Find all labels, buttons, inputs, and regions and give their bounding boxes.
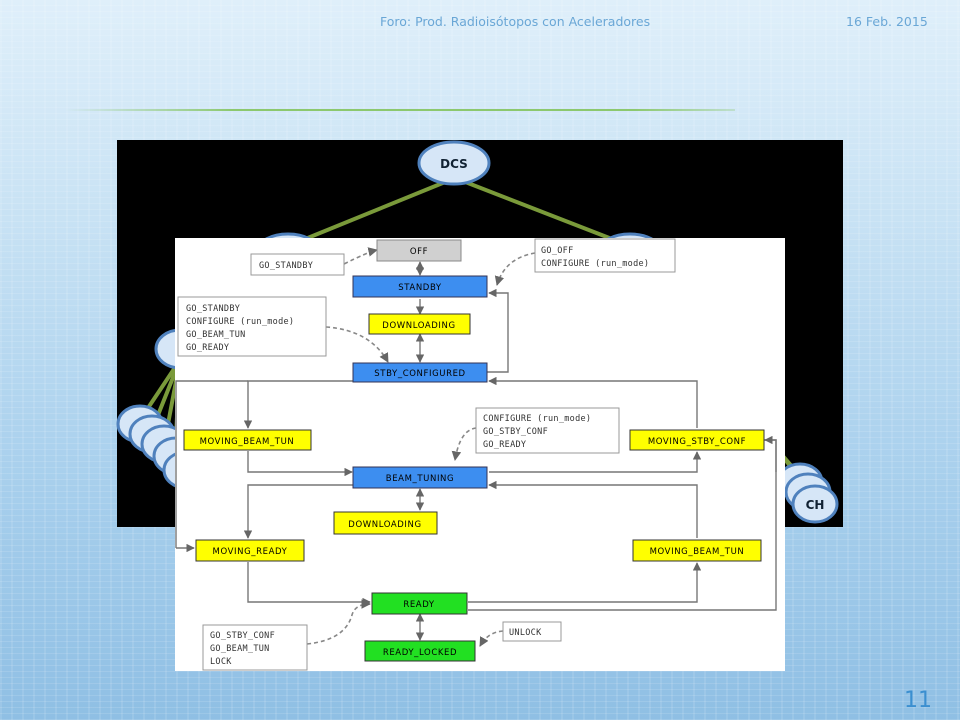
note-ready-commands: GO_STBY_CONF GO_BEAM_TUN LOCK (202, 624, 308, 671)
svg-text:OFF: OFF (410, 247, 428, 257)
state-beam-tuning: BEAM_TUNING (352, 466, 488, 489)
slide-page-number: 11 (904, 688, 932, 713)
svg-text:GO_STBY_CONF: GO_STBY_CONF (483, 427, 548, 437)
state-downloading-1: DOWNLOADING (368, 313, 471, 335)
fsm-command-links (306, 247, 536, 647)
svg-text:DOWNLOADING: DOWNLOADING (348, 520, 421, 530)
svg-text:GO_STBY_CONF: GO_STBY_CONF (210, 631, 275, 641)
right-leaf-stack: CH (776, 462, 839, 524)
dcs-node-label: DCS (440, 157, 468, 171)
svg-text:STBY_CONFIGURED: STBY_CONFIGURED (374, 369, 465, 379)
state-stby-configured: STBY_CONFIGURED (352, 362, 488, 383)
svg-text:GO_BEAM_TUN: GO_BEAM_TUN (210, 644, 270, 654)
svg-text:UNLOCK: UNLOCK (509, 628, 542, 638)
svg-text:CONFIGURE (run_mode): CONFIGURE (run_mode) (541, 259, 649, 269)
svg-text:BEAM_TUNING: BEAM_TUNING (386, 474, 454, 484)
note-go-standby: GO_STANDBY (250, 253, 345, 276)
state-off: OFF (376, 239, 462, 262)
state-downloading-2: DOWNLOADING (333, 511, 438, 535)
svg-text:READY_LOCKED: READY_LOCKED (383, 648, 457, 658)
svg-text:STANDBY: STANDBY (398, 283, 442, 293)
state-ready: READY (371, 592, 468, 615)
svg-text:GO_READY: GO_READY (186, 343, 229, 353)
svg-text:CONFIGURE (run_mode): CONFIGURE (run_mode) (483, 414, 591, 424)
svg-text:MOVING_READY: MOVING_READY (213, 547, 288, 557)
svg-text:LOCK: LOCK (210, 657, 232, 667)
svg-text:READY: READY (403, 600, 435, 610)
svg-text:MOVING_BEAM_TUN: MOVING_BEAM_TUN (200, 437, 295, 447)
tree-link-left (287, 176, 456, 248)
state-moving-stby-conf: MOVING_STBY_CONF (629, 429, 765, 451)
tree-link-right (454, 176, 631, 248)
svg-text:GO_STANDBY: GO_STANDBY (186, 304, 240, 314)
note-go-off-configure: GO_OFF CONFIGURE (run_mode) (534, 238, 676, 273)
svg-text:GO_BEAM_TUN: GO_BEAM_TUN (186, 330, 246, 340)
dcs-node: DCS (417, 140, 491, 186)
note-beam-commands: CONFIGURE (run_mode) GO_STBY_CONF GO_REA… (475, 407, 620, 454)
fsm-transitions (175, 261, 777, 641)
slide-header-date: 16 Feb. 2015 (846, 14, 928, 29)
state-moving-beam-tun-left: MOVING_BEAM_TUN (183, 429, 312, 451)
svg-text:GO_READY: GO_READY (483, 440, 526, 450)
note-unlock: UNLOCK (502, 621, 562, 642)
svg-text:MOVING_BEAM_TUN: MOVING_BEAM_TUN (650, 547, 745, 557)
svg-text:CONFIGURE (run_mode): CONFIGURE (run_mode) (186, 317, 294, 327)
svg-text:DOWNLOADING: DOWNLOADING (382, 321, 455, 331)
state-ready-locked: READY_LOCKED (364, 640, 476, 662)
slide-header: Foro: Prod. Radioisótopos con Acelerador… (0, 0, 960, 36)
svg-text:GO_STANDBY: GO_STANDBY (259, 261, 313, 271)
state-moving-ready: MOVING_READY (195, 539, 305, 562)
state-moving-beam-tun-right: MOVING_BEAM_TUN (632, 539, 762, 562)
svg-text:MOVING_STBY_CONF: MOVING_STBY_CONF (648, 437, 746, 447)
svg-text:GO_OFF: GO_OFF (541, 246, 574, 256)
ch-node-label: CH (806, 498, 825, 512)
slide-header-title: Foro: Prod. Radioisótopos con Acelerador… (380, 14, 651, 29)
header-divider (65, 109, 735, 111)
note-standby-commands: GO_STANDBY CONFIGURE (run_mode) GO_BEAM_… (177, 296, 327, 357)
state-standby: STANDBY (352, 275, 488, 298)
